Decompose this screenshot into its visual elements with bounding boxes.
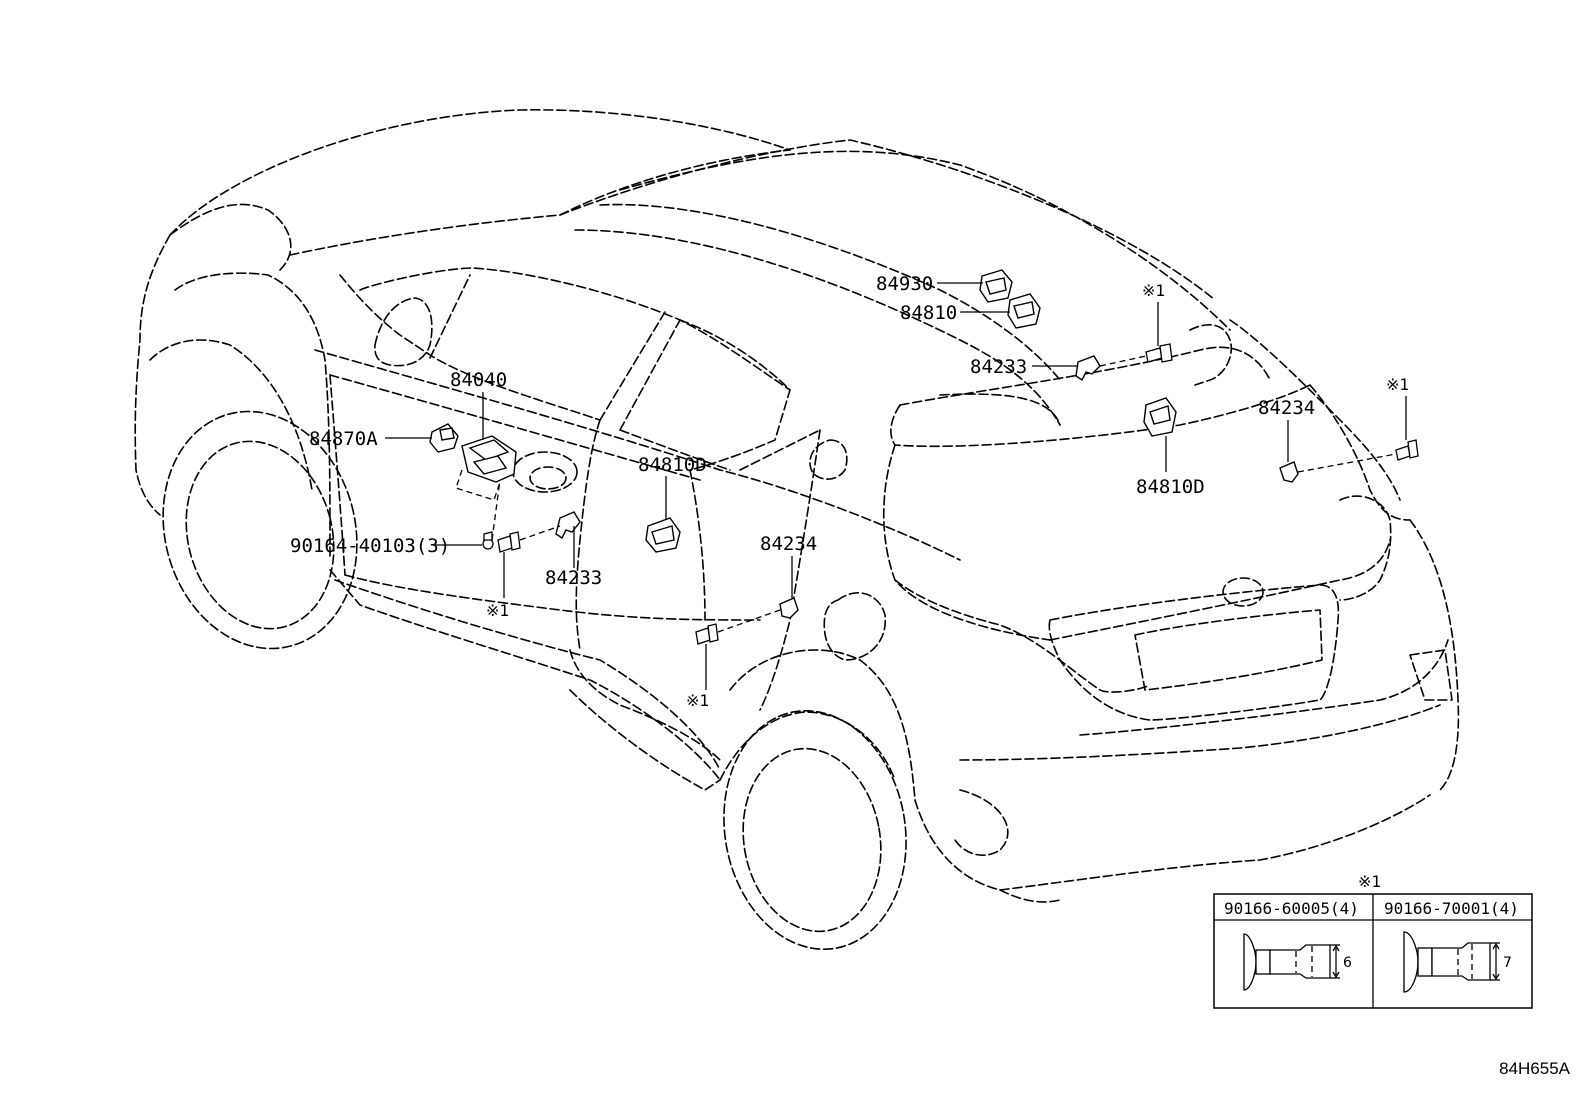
- bolt-drawing-70001: [1403, 931, 1500, 993]
- screw-90164-part: [482, 531, 494, 550]
- label-84233-top: 84233: [970, 356, 1027, 378]
- label-84810: 84810: [900, 302, 957, 324]
- switch-84930-part: [979, 269, 1013, 303]
- parts: [429, 269, 1419, 645]
- label-84234-rear: 84234: [1258, 397, 1315, 419]
- clip-84234-side-part: [779, 597, 799, 619]
- label-84810D-center: 84810D: [638, 454, 707, 476]
- label-84930: 84930: [876, 273, 933, 295]
- label-84810D-rear: 84810D: [1136, 476, 1205, 498]
- bolt-top-part: [1145, 343, 1173, 363]
- label-84234-side: 84234: [760, 533, 817, 555]
- note-marker-door: ※1: [486, 601, 509, 620]
- bolt-door-part: [497, 531, 521, 553]
- switch-84040-part: [455, 435, 517, 501]
- leader-lines: [385, 282, 1407, 690]
- note-marker-rear: ※1: [1386, 375, 1409, 394]
- switch-84810-part: [1007, 293, 1041, 329]
- callout-labels: 84930 84810 84233 ※1 84040 84870A 84810D…: [290, 273, 1409, 710]
- label-84870A: 84870A: [309, 428, 378, 450]
- label-90164-40103: 90164-40103(3): [290, 535, 450, 557]
- note-marker-top: ※1: [1142, 281, 1165, 300]
- diagram-reference-code: 84H655A: [1499, 1059, 1570, 1078]
- legend-dim-6: 6: [1343, 955, 1352, 971]
- legend-dim-7: 7: [1503, 955, 1512, 971]
- bolt-lower-part: [695, 623, 719, 645]
- switch-84870A-part: [429, 423, 459, 453]
- legend-part-60005: 90166-60005(4): [1224, 899, 1359, 918]
- fastener-legend: ※1 90166-60005(4) 90166-70001(4) 6: [1213, 872, 1533, 1009]
- vehicle-outline: [134, 109, 1460, 951]
- bolt-drawing-60005: [1243, 933, 1340, 991]
- clip-84233-top-part: [1075, 355, 1101, 382]
- clip-84233-door-part: [555, 511, 581, 540]
- bolt-rear-part: [1395, 439, 1419, 461]
- clip-84234-rear-part: [1279, 461, 1299, 483]
- switch-84810D-center-part: [645, 517, 681, 553]
- legend-part-70001: 90166-70001(4): [1384, 899, 1519, 918]
- legend-marker: ※1: [1358, 872, 1381, 891]
- label-84233-door: 84233: [545, 567, 602, 589]
- switch-84810D-rear-part: [1143, 397, 1177, 437]
- note-marker-lower: ※1: [686, 691, 709, 710]
- label-84040: 84040: [450, 369, 507, 391]
